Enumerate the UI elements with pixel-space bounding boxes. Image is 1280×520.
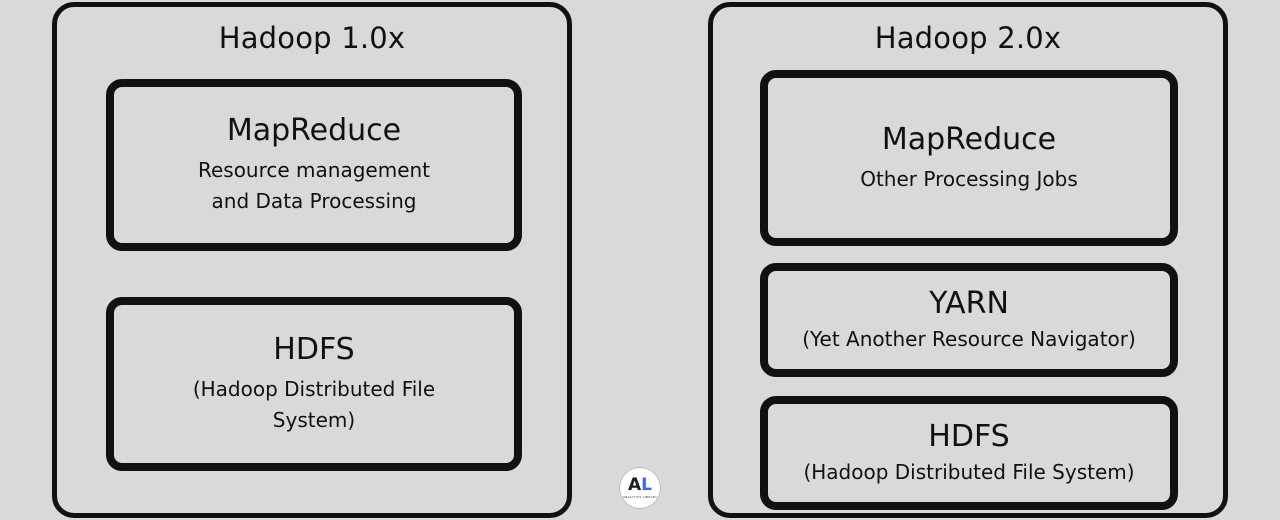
hadoop-2-yarn-desc-line-1: (Yet Another Resource Navigator) xyxy=(802,326,1136,351)
hadoop-1-mapreduce-desc-line-2: and Data Processing xyxy=(211,189,417,213)
hadoop-2-yarn-desc: (Yet Another Resource Navigator) xyxy=(802,324,1136,355)
hadoop-1-mapreduce-desc-line-1: Resource management xyxy=(197,158,431,182)
hadoop-2-yarn-box: YARN (Yet Another Resource Navigator) xyxy=(760,263,1178,377)
hadoop-1-mapreduce-title: MapReduce xyxy=(226,113,402,148)
hadoop-2-panel: Hadoop 2.0x MapReduce Other Processing J… xyxy=(708,2,1228,518)
hadoop-1-mapreduce-desc: Resource management and Data Processing xyxy=(198,155,430,217)
hadoop-2-mapreduce-desc-line-1: Other Processing Jobs xyxy=(860,166,1078,191)
hadoop-1-hdfs-desc: (Hadoop Distributed File System) xyxy=(193,374,435,436)
hadoop-1-hdfs-desc-line-2: System) xyxy=(272,408,356,432)
hadoop-2-hdfs-title: HDFS xyxy=(928,418,1010,454)
hadoop-2-mapreduce-desc: Other Processing Jobs xyxy=(860,164,1078,195)
hadoop-2-hdfs-box: HDFS (Hadoop Distributed File System) xyxy=(760,396,1178,510)
logo-mark: AL xyxy=(628,477,652,494)
analytics-library-logo: AL ANALYTICS LIBRARY xyxy=(620,468,660,508)
hadoop-2-hdfs-desc-line-1: (Hadoop Distributed File System) xyxy=(803,459,1135,484)
hadoop-2-title: Hadoop 2.0x xyxy=(874,21,1062,55)
hadoop-2-yarn-title: YARN xyxy=(929,285,1009,321)
hadoop-1-hdfs-title: HDFS xyxy=(273,332,355,367)
hadoop-2-mapreduce-title: MapReduce xyxy=(881,121,1057,157)
hadoop-1-title: Hadoop 1.0x xyxy=(218,21,406,55)
hadoop-1-panel: Hadoop 1.0x MapReduce Resource managemen… xyxy=(52,2,572,518)
logo-letter-l: L xyxy=(641,475,652,495)
hadoop-1-hdfs-desc-line-1: (Hadoop Distributed File xyxy=(192,377,436,401)
hadoop-2-mapreduce-box: MapReduce Other Processing Jobs xyxy=(760,70,1178,246)
logo-tagline: ANALYTICS LIBRARY xyxy=(622,495,658,499)
logo-letter-a: A xyxy=(627,475,642,495)
hadoop-2-hdfs-desc: (Hadoop Distributed File System) xyxy=(803,457,1134,488)
hadoop-1-mapreduce-box: MapReduce Resource management and Data P… xyxy=(106,79,522,251)
hadoop-1-hdfs-box: HDFS (Hadoop Distributed File System) xyxy=(106,297,522,471)
